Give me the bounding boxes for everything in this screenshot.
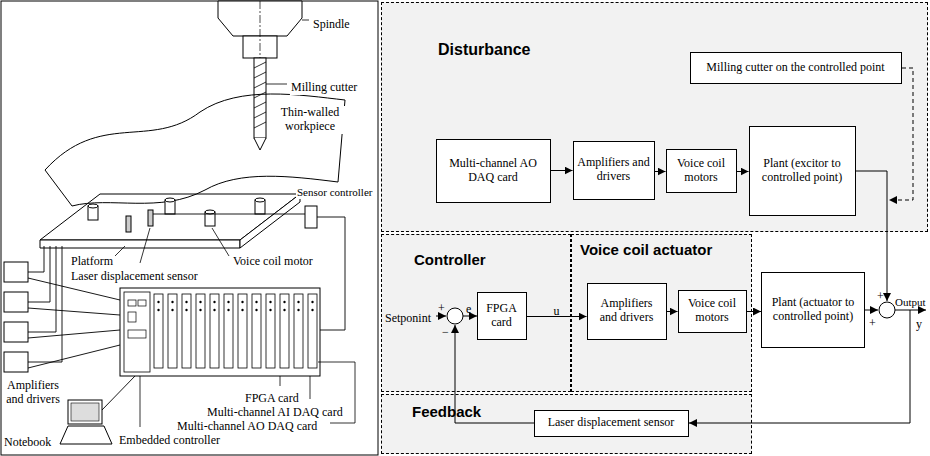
box-label: Plant (actuator to controlled point) [765,296,861,324]
block-box: Voice coil motors [666,149,737,193]
label-slot: Output [894,292,927,310]
part-label: Thin-walled workpiece [270,106,350,134]
region-heading: Feedback [412,403,481,420]
label-slot: Spindle [312,14,351,32]
label-slot: u [553,301,561,319]
part-label: Platform [70,255,114,269]
label-slot: + [868,313,877,331]
signal-arrow [551,170,573,171]
label-slot: Thin-walled workpiece [270,106,350,134]
label-slot: Voice coil motor [232,251,314,269]
box-label: Amplifiers and drivers [577,156,651,184]
signal-label: y [915,318,923,332]
block-box: Milling cutter on the controlled point [690,52,902,84]
label-slot: Multi-channel AO DAQ card [176,416,318,434]
part-label: Voice coil motor [232,255,314,269]
label-slot: Sensor controller [296,182,373,200]
signal-label: − [441,326,450,340]
box-label: Laser displacement sensor [548,416,675,430]
box-label: Plant (excitor to controlled point) [753,157,852,185]
block-box: Amplifiers and drivers [573,141,655,200]
part-label: Embedded controller [118,434,221,448]
box-label: Milling cutter on the controlled point [706,61,884,75]
label-slot: − [441,322,450,340]
dashed-region: FeedbackLaser displacement sensor [381,394,752,454]
signal-label: + [868,317,877,331]
region-heading: Controller [414,251,486,268]
notebook-icon [60,400,112,444]
dashed-region: DisturbanceMilling cutter on the control… [381,2,928,232]
wiring [28,214,345,410]
signal-line [436,68,926,423]
signal-label: e [465,303,472,317]
part-label: Notebook [3,436,52,450]
block-box: Laser displacement sensor [534,410,689,437]
block-box: Voice coil motors [678,290,747,333]
label-slot: Setponint [384,308,432,326]
label-slot: Laser displacement sensor [70,266,199,284]
signal-label: Output [894,296,927,309]
part-label: FPGA card [244,392,300,406]
signal-arrow [737,171,749,172]
signal-arrow [667,311,678,312]
label-slot: Notebook [3,432,52,450]
box-label: Voice coil motors [670,157,733,185]
part-label: Multi-channel AI DAQ card [206,406,344,420]
amplifier-icons [4,262,28,372]
box-label: Multi-channel AO DAQ card [440,157,547,185]
box-label: Voice coil motors [682,297,743,325]
box-label: Amplifiers and drivers [591,297,663,325]
label-slot: FPGA card [244,388,300,406]
actuator-drawing [88,198,265,232]
platform-drawing [40,194,300,248]
signal-label: Setponint [384,312,432,326]
label-slot: + [876,286,885,304]
block-box: FPGA card [477,292,527,340]
block-box: Multi-channel AO DAQ card [436,139,551,203]
dashed-region: Voice coil actuatorAmplifiers and driver… [571,234,752,392]
box-label: FPGA card [481,302,523,330]
block-box: Plant (actuator to controlled point) [761,272,865,348]
panel-frame [1,1,378,455]
part-label: Multi-channel AO DAQ card [176,420,318,434]
signal-arrow [655,171,666,172]
signal-arrow [747,311,762,312]
region-ground [381,2,928,454]
signal-label: + [437,302,446,316]
part-label: Spindle [312,18,351,32]
label-slot: y [915,314,923,332]
region-heading: Voice coil actuator [580,241,712,258]
part-label: Sensor controller [296,186,373,199]
label-slot: Milling cutter [290,77,358,95]
label-slot: + [437,298,446,316]
signal-label: u [553,305,561,319]
part-label: Milling cutter [290,81,358,95]
label-slot: Embedded controller [118,430,221,448]
label-slot: Multi-channel AI DAQ card [206,402,344,420]
signal-label: + [876,290,885,304]
sensor-controller-icon [305,206,317,228]
label-slot: Platform [70,251,114,269]
block-box: Amplifiers and drivers [587,283,667,340]
label-slot: e [465,299,472,317]
label-slot: Amplifiers and drivers [3,379,63,407]
chassis-drawing [120,288,320,376]
block-box: Plant (excitor to controlled point) [749,126,856,216]
part-label: Amplifiers and drivers [3,379,63,407]
region-heading: Disturbance [438,41,530,59]
part-label: Laser displacement sensor [70,270,199,284]
